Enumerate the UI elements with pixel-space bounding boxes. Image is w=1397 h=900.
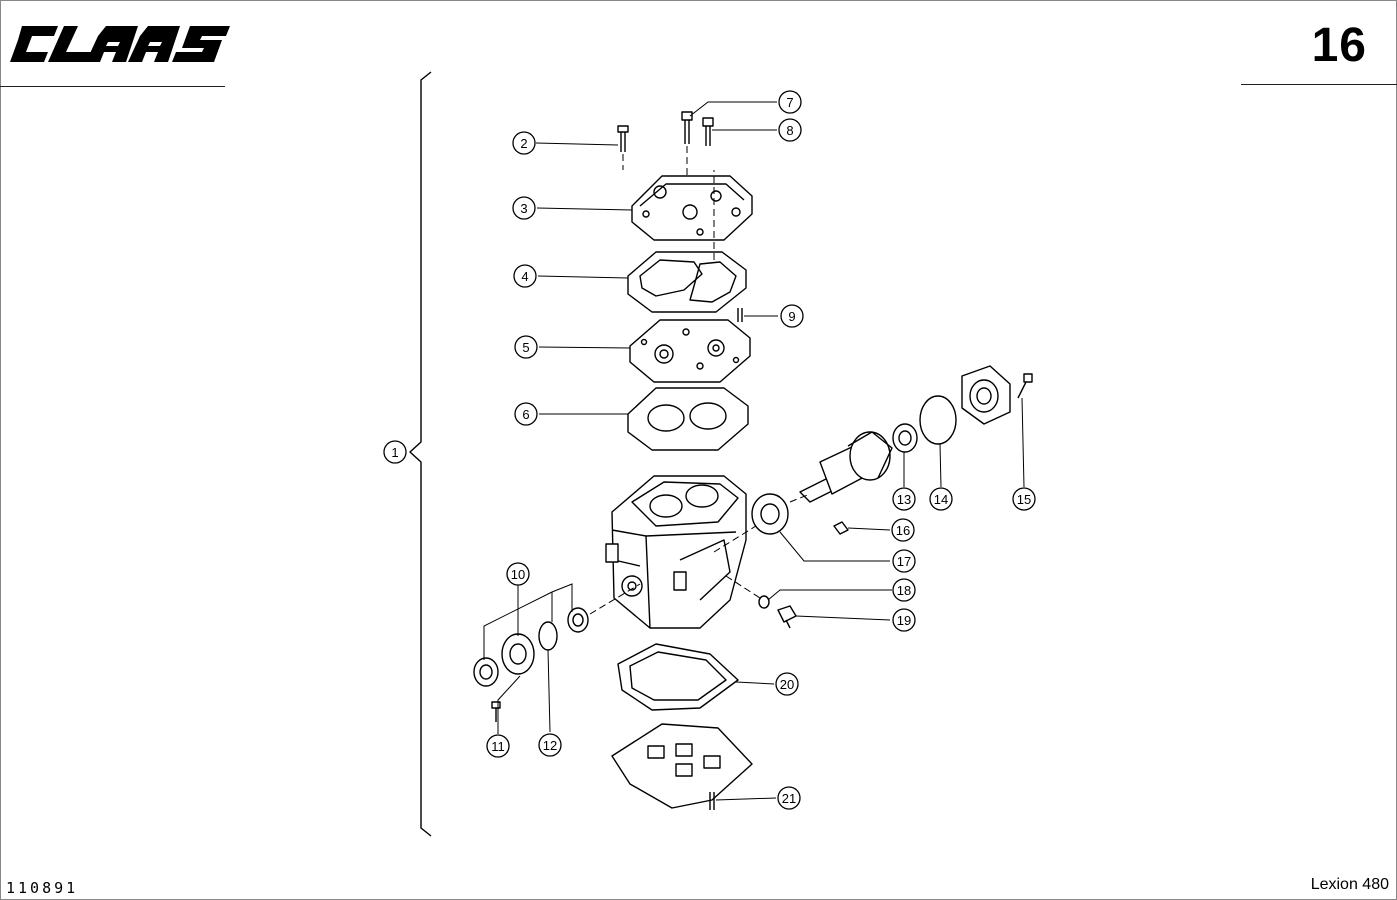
callout-label: 21 (782, 791, 796, 806)
callout-label: 17 (897, 554, 911, 569)
part-2-screw (617, 125, 629, 170)
part-7-bolt (681, 111, 693, 182)
callout-circle (514, 402, 538, 426)
bushing (567, 607, 589, 633)
callout-12: 12 (538, 733, 562, 757)
callout-circle (777, 786, 801, 810)
callout-circle (892, 608, 916, 632)
callout-label: 2 (520, 136, 527, 151)
part-10-seal (473, 657, 499, 687)
callout-label: 16 (896, 523, 910, 538)
callout-label: 3 (520, 201, 527, 216)
callout-circle (778, 90, 802, 114)
part-16-key (833, 521, 849, 535)
part-8-bolt (702, 117, 714, 146)
callout-label: 8 (786, 123, 793, 138)
callout-7: 7 (778, 90, 802, 114)
callout-5: 5 (514, 335, 538, 359)
callout-label: 12 (543, 738, 557, 753)
callout-1: 1 (383, 440, 407, 464)
callout-label: 6 (522, 407, 529, 422)
callout-label: 7 (786, 95, 793, 110)
callout-circle (512, 196, 536, 220)
part-20-gasket (617, 643, 739, 711)
header-rule-left (0, 86, 225, 87)
callout-circle (892, 487, 916, 511)
crankcase-housing (605, 475, 747, 629)
callout-label: 11 (491, 739, 505, 754)
callout-label: 1 (391, 445, 398, 460)
callout-circle (780, 304, 804, 328)
callout-circle (514, 335, 538, 359)
callout-9: 9 (780, 304, 804, 328)
part-10-flange (501, 633, 535, 675)
callout-16: 16 (891, 518, 915, 542)
callout-circle (891, 518, 915, 542)
callout-label: 15 (1017, 492, 1031, 507)
callout-circle (1012, 487, 1036, 511)
callout-15: 15 (1012, 487, 1036, 511)
callout-13: 13 (892, 487, 916, 511)
callout-circle (383, 440, 407, 464)
callout-17: 17 (892, 549, 916, 573)
callout-14: 14 (929, 487, 953, 511)
callout-label: 13 (897, 492, 911, 507)
part-11-screw (491, 701, 501, 722)
part-3-head-cover (631, 175, 753, 241)
crankshaft (799, 431, 893, 503)
callout-circle (486, 734, 510, 758)
callout-label: 19 (897, 613, 911, 628)
callout-circle (929, 487, 953, 511)
part-4-gasket (627, 251, 747, 313)
claas-logo (10, 26, 230, 62)
part-6-gasket (627, 387, 749, 451)
part-12-o-ring (538, 621, 558, 651)
assembly-bracket (409, 71, 432, 837)
callout-circle (778, 118, 802, 142)
callout-18: 18 (892, 578, 916, 602)
callout-19: 19 (892, 608, 916, 632)
part-13-bearing (892, 423, 918, 453)
document-number: 110891 (6, 879, 79, 897)
callout-circle (506, 562, 530, 586)
callout-label: 4 (521, 269, 528, 284)
callout-label: 10 (511, 567, 525, 582)
part-14-o-ring (919, 395, 957, 445)
callout-8: 8 (778, 118, 802, 142)
part-19-plug (777, 605, 797, 629)
callout-3: 3 (512, 196, 536, 220)
part-17-bearing (751, 493, 789, 535)
callout-label: 5 (522, 340, 529, 355)
callout-10: 10 (506, 562, 530, 586)
header-rule-right (1241, 84, 1397, 85)
callout-2: 2 (512, 131, 536, 155)
callout-label: 9 (788, 309, 795, 324)
model-name: Lexion 480 (1310, 876, 1389, 893)
callout-label: 18 (897, 583, 911, 598)
callout-circle (775, 672, 799, 696)
callout-label: 20 (780, 677, 794, 692)
part-21-bottom-cover (611, 723, 753, 810)
part-5-valve-plate (629, 319, 751, 383)
part-18-o-ring (758, 595, 770, 609)
callout-circle (513, 264, 537, 288)
callout-circle (892, 549, 916, 573)
callout-label: 14 (934, 492, 948, 507)
callout-circle (512, 131, 536, 155)
page-number: 16 (1311, 19, 1367, 72)
callout-circle (892, 578, 916, 602)
callout-11: 11 (486, 734, 510, 758)
callout-6: 6 (514, 402, 538, 426)
callout-21: 21 (777, 786, 801, 810)
callout-20: 20 (775, 672, 799, 696)
part-9-pin (737, 308, 743, 322)
part-15-bearing-housing (961, 365, 1033, 425)
leader-lines (483, 101, 1025, 801)
callout-4: 4 (513, 264, 537, 288)
callout-circle (538, 733, 562, 757)
